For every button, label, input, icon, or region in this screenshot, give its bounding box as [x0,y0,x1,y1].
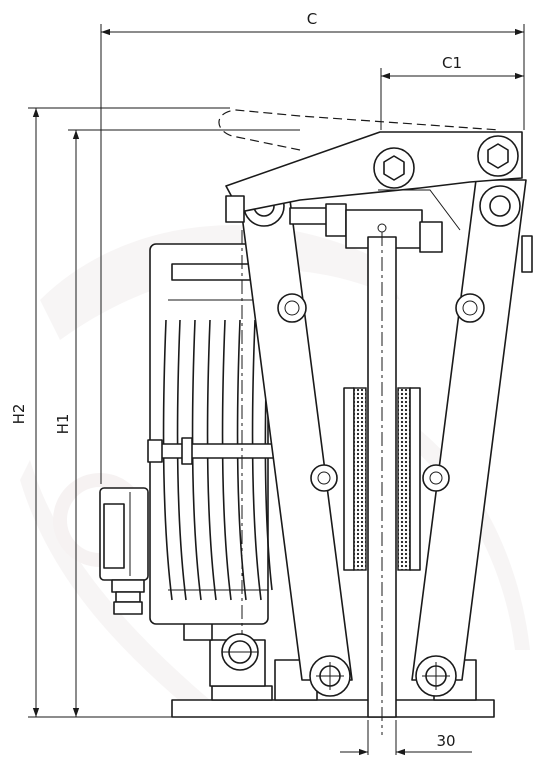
top-lever [218,109,523,231]
dimension-label-c: C [307,10,317,28]
dimension-label-width-30: 30 [436,732,455,750]
thruster-pivot [221,633,259,671]
thruster-motor [147,230,277,640]
dimension-lines [28,24,525,756]
dimension-label-h2: H2 [10,404,28,425]
brake-disc [367,232,397,755]
dimension-label-c1: C1 [442,54,462,72]
terminal-box [99,487,149,615]
brake-shoes [343,387,421,571]
tie-rod [225,195,443,253]
right-brake-arm [411,179,533,697]
dimension-label-h1: H1 [54,414,72,435]
